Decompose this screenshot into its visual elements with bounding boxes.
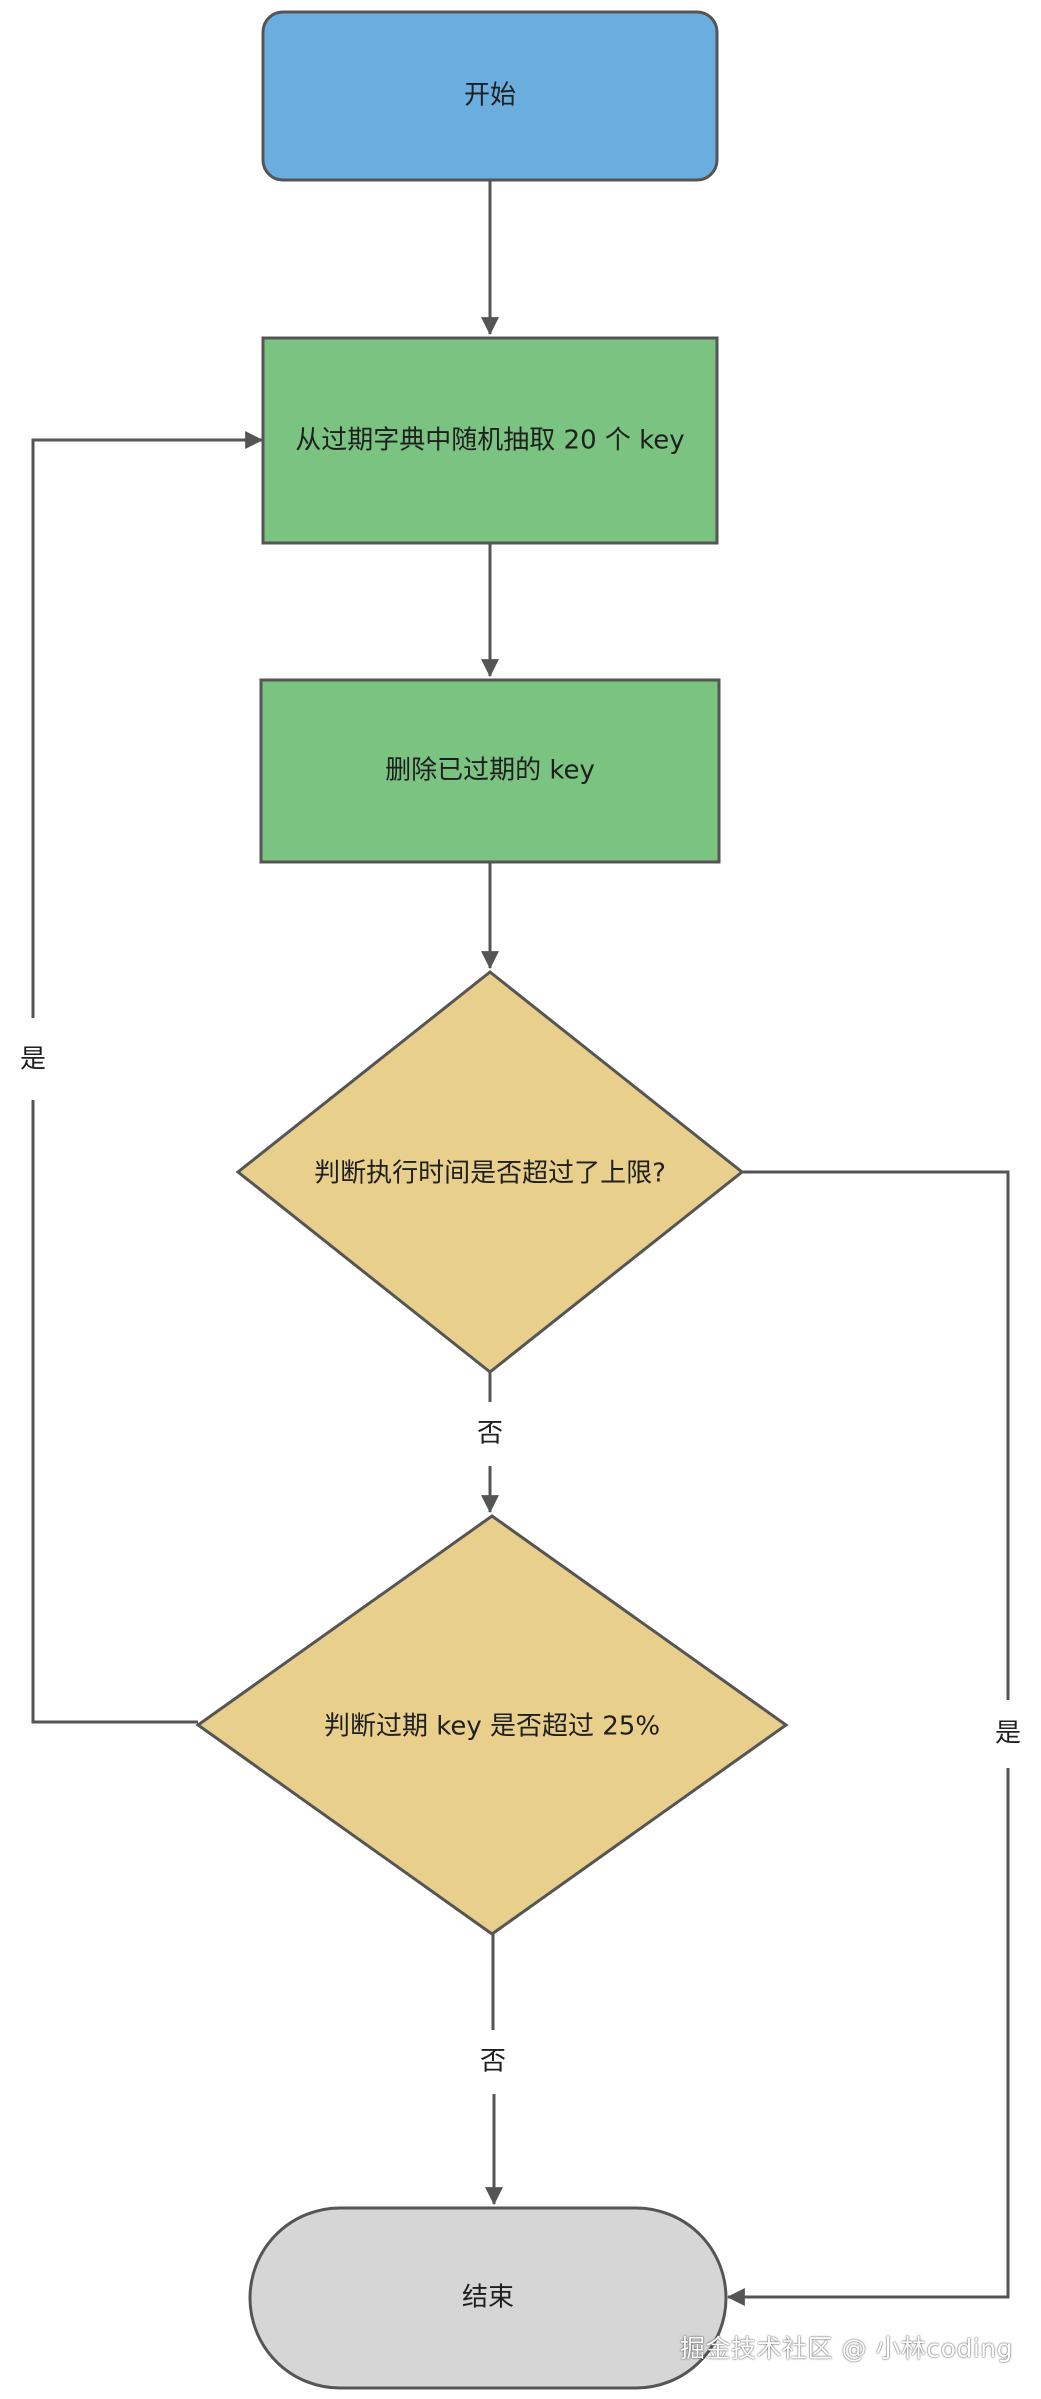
check-time-decision-node: 判断执行时间是否超过了上限? — [235, 970, 745, 1374]
sample-process-node: 从过期字典中随机抽取 20 个 key — [261, 336, 719, 545]
edge-time-yes-lower — [726, 1768, 1010, 2306]
time-yes-label: 是 — [995, 1719, 1021, 1749]
start-node: 开始 — [261, 10, 719, 182]
edge-loop-yes-upper — [31, 431, 264, 1018]
end-label: 结束 — [462, 2283, 514, 2313]
delete-process-label: 删除已过期的 key — [385, 756, 595, 786]
loop-yes-label: 是 — [20, 1045, 46, 1075]
end-node: 结束 — [248, 2206, 728, 2390]
ratio-no-label: 否 — [480, 2047, 506, 2077]
check-ratio-label: 判断过期 key 是否超过 25% — [324, 1712, 660, 1742]
edge-time-yes-upper — [742, 1170, 1010, 1700]
check-ratio-decision-node: 判断过期 key 是否超过 25% — [195, 1514, 789, 1936]
delete-process-node: 删除已过期的 key — [259, 678, 721, 864]
check-time-label: 判断执行时间是否超过了上限? — [314, 1159, 666, 1189]
time-no-label: 否 — [477, 1419, 503, 1449]
edge-loop-yes-lower — [31, 1100, 198, 1724]
sample-process-label: 从过期字典中随机抽取 20 个 key — [295, 426, 684, 456]
start-label: 开始 — [464, 81, 516, 111]
watermark-text: 掘金技术社区 @ 小林coding — [680, 2334, 1013, 2363]
